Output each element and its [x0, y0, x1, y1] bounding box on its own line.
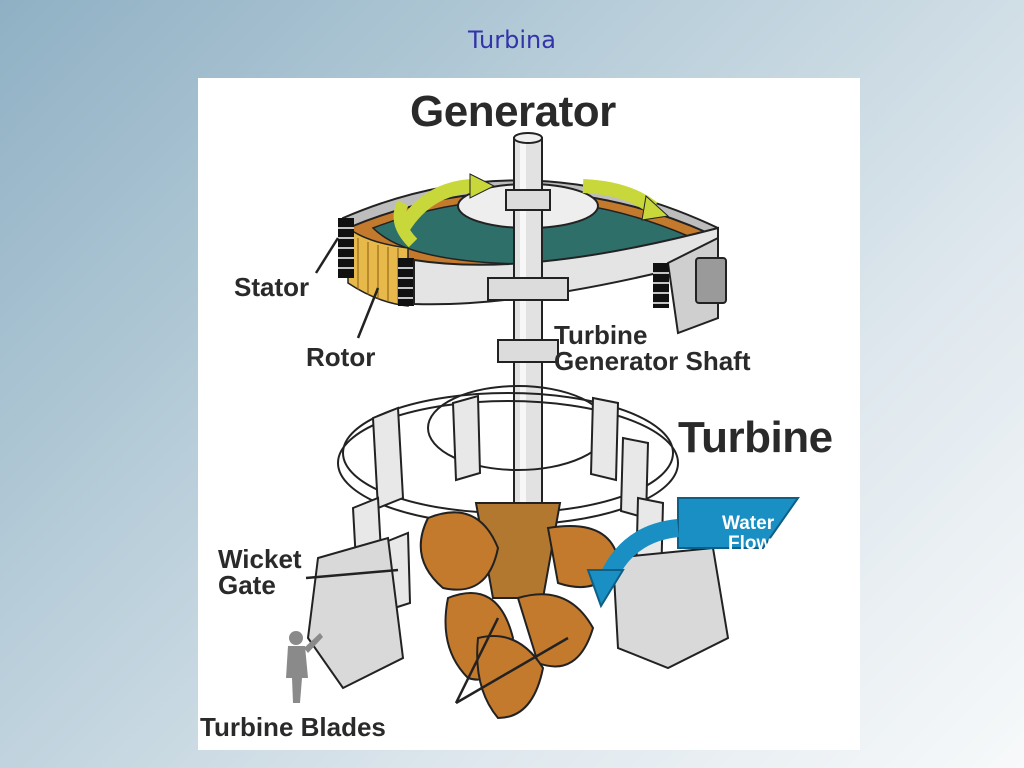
slide-title: Turbina	[468, 26, 556, 54]
wicket-gate-label-line2: Gate	[218, 570, 276, 600]
wicket-gate-label-line1: Wicket	[218, 544, 302, 574]
turbine-label: Turbine	[678, 413, 833, 462]
stator-label: Stator	[234, 272, 310, 302]
water-flow-label-line1: Water	[722, 513, 775, 534]
person-scale-icon	[286, 631, 323, 703]
shaft-label-line1: Turbine	[554, 320, 648, 350]
leader-lines	[305, 237, 569, 705]
rotor-label: Rotor	[306, 342, 376, 372]
diagram-drawing	[286, 132, 800, 720]
shaft-label-line2: Generator Shaft	[554, 346, 751, 376]
turbine-diagram: Generator Stator Rotor Turbine Generator…	[198, 78, 860, 750]
generator-label: Generator	[410, 87, 616, 136]
turbine-generator-shaft	[487, 132, 569, 529]
turbine-blades-label: Turbine Blades	[200, 712, 386, 742]
water-flow-label-line2: Flow	[728, 533, 772, 554]
